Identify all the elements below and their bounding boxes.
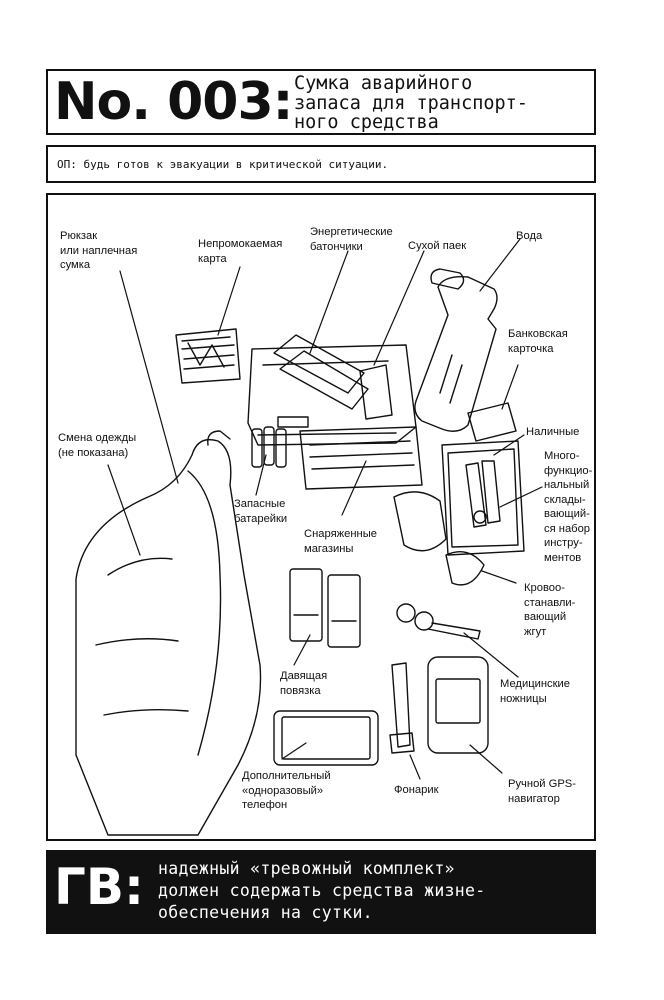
label-line: Дополнительный [242, 770, 331, 782]
batteries-drawing [251, 426, 287, 468]
label-line: ментов [544, 551, 582, 564]
water-bottle-drawing [414, 268, 498, 432]
label-line: Давящая [280, 670, 328, 682]
label-line: повязка [280, 684, 321, 697]
bandage-drawing [289, 568, 361, 648]
label-line: Много- [544, 450, 580, 462]
label-line: (не показана) [58, 446, 129, 459]
label-line: Банковская [508, 328, 568, 340]
title-line: запаса для транспорт- [294, 92, 528, 114]
label-line: Запасные [234, 498, 286, 510]
label-line: Сухой паек [408, 240, 467, 252]
title-line: ного средства [294, 112, 439, 133]
map-drawing [175, 328, 241, 384]
label-bank-card: Банковская карточка [508, 327, 568, 356]
label-line: Непромокаемая [198, 238, 283, 250]
label-line: магазины [304, 542, 354, 555]
label-line: Медицинские [500, 678, 570, 690]
multitool-drawing [465, 460, 501, 528]
label-line: жгут [524, 625, 547, 638]
label-line: функцио- [544, 464, 593, 477]
label-line: вающий [524, 611, 567, 623]
label-line: карточка [508, 342, 554, 355]
label-line: Вода [516, 230, 543, 242]
label-line: станавли- [524, 596, 576, 609]
magazine-pouch-drawing [299, 426, 423, 490]
kit-drawing [75, 238, 543, 836]
label-scissors: Медицинские ножницы [500, 677, 570, 706]
label-line: нальный [544, 479, 590, 491]
label-line: батарейки [234, 512, 288, 525]
footer-line: должен содержать средства жизне- [158, 881, 486, 900]
label-line: Кровоо- [524, 582, 565, 594]
footer-banner: ГВ: надежный «тревожный комплект» должен… [46, 850, 596, 934]
label-map: Непромокаемая карта [198, 237, 282, 266]
label-line: или наплечная [60, 244, 138, 257]
bank-card-drawing [467, 402, 517, 442]
scissors-drawing [396, 603, 481, 640]
page-header: No. 003: Сумка аварийного запаса для тра… [46, 69, 596, 135]
label-line: Смена одежды [58, 432, 137, 444]
label-line: навигатор [508, 792, 560, 805]
label-gps: Ручной GPS- навигатор [508, 777, 576, 806]
label-line: Фонарик [394, 784, 439, 796]
label-line: Наличные [526, 426, 580, 438]
purpose-box: ОП: будь готов к эвакуации в критической… [46, 145, 596, 183]
label-batteries: Запасные батарейки [234, 497, 287, 526]
label-line: сумка [60, 259, 91, 271]
footer-message: надежный «тревожный комплект» должен сод… [158, 858, 588, 924]
kit-illustration: Рюкзак или наплечная сумка Непромокаемая… [46, 193, 596, 841]
label-backpack: Рюкзак или наплечная сумка [60, 229, 137, 273]
cash-drawing [441, 440, 525, 556]
label-clothes: Смена одежды (не показана) [58, 431, 136, 460]
label-line: карта [198, 252, 227, 265]
tourniquet-drawing [393, 491, 485, 586]
label-line: ся набор [544, 522, 591, 535]
energy-bars-drawing [273, 334, 393, 420]
footer-line: надежный «тревожный комплект» [158, 859, 455, 878]
gps-drawing [427, 656, 489, 754]
label-phone: Дополнительный «одноразовый» телефон [242, 769, 331, 813]
label-line: телефон [242, 799, 288, 811]
title-line: Сумка аварийного [294, 73, 473, 94]
label-cash: Наличные [526, 425, 579, 440]
footer-line: обеспечения на сутки. [158, 903, 373, 922]
purpose-text: ОП: будь готов к эвакуации в критической… [57, 158, 389, 171]
page-title: Сумка аварийного запаса для транспорт- н… [294, 74, 594, 133]
label-flashlight: Фонарик [394, 783, 439, 798]
label-line: батончики [310, 240, 363, 253]
label-line: склады- [544, 493, 586, 506]
label-magazines: Снаряженные магазины [304, 527, 377, 556]
label-line: вающий- [544, 508, 590, 520]
label-line: Ручной GPS- [508, 778, 576, 790]
label-energy-bars: Энергетические батончики [310, 225, 393, 254]
label-tourniquet: Кровоо- станавли- вающий жгут [524, 581, 575, 639]
phone-drawing [273, 710, 379, 766]
item-number: No. 003: [54, 72, 293, 132]
flashlight-drawing [389, 662, 415, 754]
label-bandage: Давящая повязка [280, 669, 327, 698]
label-line: Снаряженные [304, 528, 377, 540]
footer-tag: ГВ: [54, 858, 144, 916]
label-line: инстру- [544, 537, 583, 549]
label-ration: Сухой паек [408, 239, 466, 254]
backpack-drawing [75, 430, 262, 836]
leader-lines [107, 238, 543, 780]
label-line: Энергетические [310, 226, 393, 238]
label-line: Рюкзак [60, 230, 98, 242]
label-line: ножницы [500, 692, 547, 705]
label-multitool: Много- функцио- нальный склады- вающий- … [544, 449, 592, 565]
label-line: «одноразовый» [242, 784, 324, 797]
label-water: Вода [516, 229, 542, 244]
